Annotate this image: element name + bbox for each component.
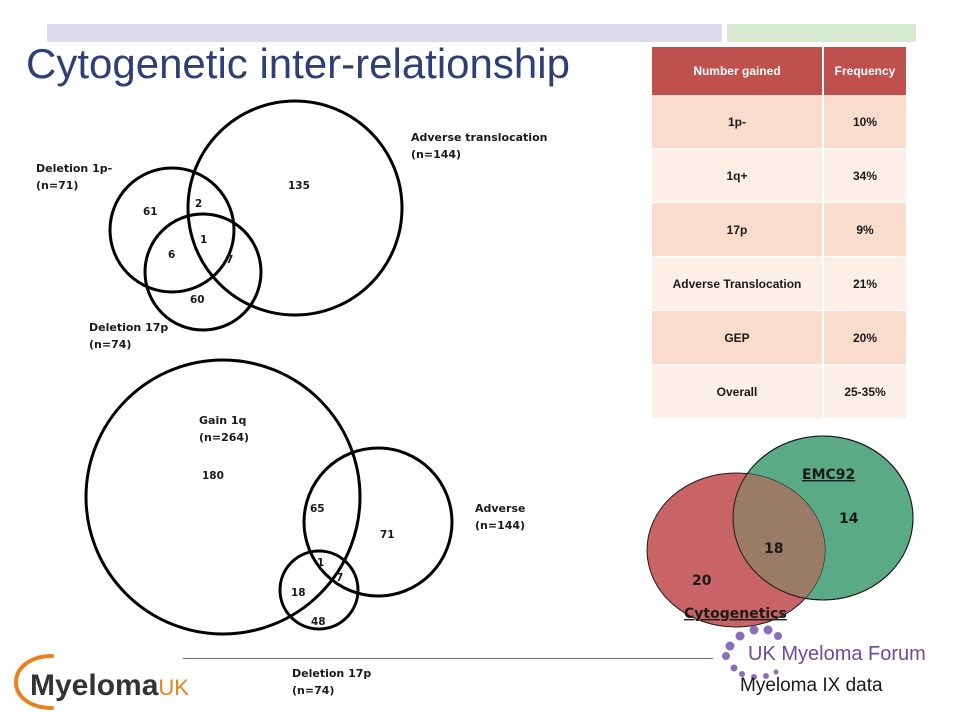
region-adverse-only: 135 (288, 180, 310, 192)
table-row: 1p- 10% (652, 95, 908, 149)
region-del1p-only: 61 (143, 206, 158, 218)
region-all-three: 1 (200, 234, 207, 246)
region-gain1q-del17p: 18 (291, 587, 306, 599)
region-del17p-only-bottom: 48 (311, 616, 326, 628)
circle-adverse-translocation (186, 99, 404, 317)
table-cell-label: Adverse Translocation (652, 256, 824, 311)
label-gain-1q: Gain 1q (199, 414, 246, 427)
region-emc-only: 14 (839, 511, 859, 527)
table-header-number-gained: Number gained (652, 47, 824, 95)
venn-top: Deletion 1p- (n=71) Adverse translocatio… (36, 99, 547, 351)
forum-dots-icon (722, 625, 782, 680)
table-row: 17p 9% (652, 202, 908, 257)
label-deletion-17p: Deletion 17p (89, 321, 168, 334)
frequency-table: Number gained Frequency 1p- 10% 1q+ 34% … (652, 47, 908, 419)
region-all-three-bottom: 1 (317, 557, 324, 569)
ellipse-emc92-outline (732, 435, 914, 601)
region-adverse-only-bottom: 71 (380, 529, 395, 541)
circle-deletion-17p-bottom (278, 549, 360, 631)
region-del17p-only: 60 (190, 294, 205, 306)
table-cell-value: 34% (823, 148, 908, 203)
uk-myeloma-forum-text: UK Myeloma Forum (748, 643, 926, 665)
label-adverse-translocation: Adverse translocation (411, 131, 547, 144)
label-deletion-17p-n: (n=74) (89, 338, 131, 351)
slide-title: Cytogenetic inter-relationship (26, 40, 570, 87)
table-cell-value: 10% (823, 95, 908, 149)
circle-gain-1q (84, 358, 362, 636)
label-deletion-17p-bottom-n: (n=74) (292, 684, 334, 697)
region-adverse-del17p-bottom: 7 (336, 572, 343, 584)
table-cell-label: GEP (652, 310, 824, 365)
logo-arc-icon (13, 654, 54, 710)
footer-divider (183, 658, 713, 659)
label-deletion-17p-bottom: Deletion 17p (292, 667, 371, 680)
label-deletion-1p: Deletion 1p- (36, 162, 112, 175)
table-row: 1q+ 34% (652, 148, 908, 203)
top-accent-bar-green (727, 24, 916, 42)
label-adverse-translocation-n: (n=144) (411, 148, 461, 161)
logo-uk-text: UK (158, 675, 189, 700)
table-cell-value: 9% (823, 202, 908, 257)
table-cell-value: 25-35% (823, 364, 908, 419)
table-cell-label: 1q+ (652, 148, 824, 203)
table-row: Adverse Translocation 21% (652, 256, 908, 311)
logo-wordmark: MyelomaUK (30, 669, 189, 703)
region-emc-cyto-overlap: 18 (764, 541, 783, 557)
label-emc92: EMC92 (802, 467, 855, 483)
label-cytogenetics: Cytogenetics (684, 606, 787, 622)
circle-deletion-1p (108, 166, 236, 294)
label-deletion-1p-n: (n=71) (36, 179, 78, 192)
region-del1p-adverse: 2 (195, 198, 202, 210)
venn-bottom: Gain 1q (n=264) Adverse (n=144) Deletion… (84, 358, 525, 697)
region-cyto-only: 20 (692, 573, 712, 589)
table-header-frequency: Frequency (823, 47, 908, 95)
myeloma-uk-logo (13, 654, 54, 710)
region-adverse-del17p: 7 (226, 254, 233, 266)
table-cell-label: Overall (652, 364, 824, 419)
region-gain1q-adverse: 65 (310, 503, 325, 515)
region-gain1q-only: 180 (202, 470, 224, 482)
region-del1p-del17p: 6 (168, 249, 175, 261)
circle-adverse (302, 446, 454, 598)
table-row: Overall 25-35% (652, 364, 908, 419)
table-cell-value: 20% (823, 310, 908, 365)
label-adverse: Adverse (475, 502, 525, 515)
table-cell-label: 1p- (652, 95, 824, 149)
table-row: GEP 20% (652, 310, 908, 365)
table-cell-value: 21% (823, 256, 908, 311)
label-gain-1q-n: (n=264) (199, 431, 249, 444)
label-adverse-n: (n=144) (475, 519, 525, 532)
top-accent-bar (47, 24, 722, 42)
circle-deletion-17p (143, 212, 263, 332)
venn-emc92: EMC92 Cytogenetics 14 18 20 (646, 435, 914, 628)
logo-main-text: Myeloma (30, 669, 159, 702)
data-source-text: Myeloma IX data (740, 675, 883, 696)
table-cell-label: 17p (652, 202, 824, 257)
